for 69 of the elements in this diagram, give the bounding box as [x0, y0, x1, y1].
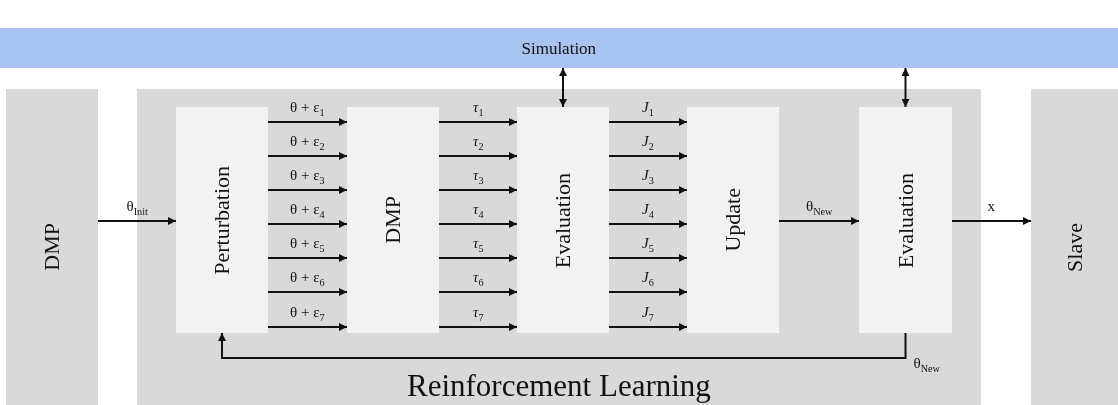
process-box — [6, 89, 98, 405]
edge-label: J$_{1}$ — [642, 100, 654, 115]
box-label: Perturbation — [211, 165, 233, 275]
arrow — [267, 254, 348, 262]
edge-label: θ + ε$_{7}$ — [290, 305, 325, 320]
edge-label: θ + ε$_{1}$ — [290, 100, 325, 115]
edge-label: θ + ε$_{3}$ — [290, 168, 325, 183]
arrow — [267, 288, 348, 296]
process-box — [347, 107, 439, 333]
edge-label: τ$_{5}$ — [473, 236, 484, 251]
arrow — [608, 220, 688, 228]
box-label: Evaluation — [894, 172, 917, 268]
arrow — [559, 67, 567, 108]
edge-label: J$_{4}$ — [642, 202, 654, 217]
simulation-band — [0, 28, 1118, 68]
edge-label: J$_{3}$ — [642, 168, 654, 183]
arrow — [778, 217, 860, 225]
arrow — [608, 288, 688, 296]
box-label: Evaluation — [552, 172, 574, 268]
group-title: Reinforcement Learning — [407, 370, 711, 401]
edge-label: τ$_{1}$ — [473, 100, 484, 115]
arrow — [608, 186, 688, 194]
edge-label: τ$_{2}$ — [473, 134, 484, 149]
arrow — [438, 323, 518, 331]
box-label: Simulation — [521, 39, 597, 57]
box-label: DMP — [41, 223, 63, 271]
box-label: Update — [722, 188, 744, 252]
edge-label: θ$_{New}$ — [806, 199, 833, 214]
process-box — [176, 107, 268, 333]
edge-label: J$_{6}$ — [642, 270, 654, 285]
arrow — [438, 118, 518, 126]
edge-label: x — [987, 199, 995, 214]
edge-label: J$_{7}$ — [642, 305, 654, 320]
arrow — [608, 254, 688, 262]
edge-label: J$_{5}$ — [642, 236, 654, 251]
edge-label: θ + ε$_{5}$ — [290, 236, 325, 251]
arrow — [267, 118, 348, 126]
box-label: DMP — [382, 196, 404, 244]
arrow — [97, 217, 177, 225]
edge-label: τ$_{6}$ — [473, 270, 484, 285]
edge-label: θ + ε$_{6}$ — [290, 270, 325, 285]
arrow — [438, 152, 518, 160]
edge-label: τ$_{4}$ — [473, 202, 484, 217]
arrow — [438, 186, 518, 194]
edge-label: θ$_{Init}$ — [126, 199, 148, 214]
arrow — [951, 217, 1032, 225]
arrow — [218, 332, 907, 359]
arrow — [267, 186, 348, 194]
arrow — [267, 152, 348, 160]
arrow — [438, 288, 518, 296]
arrow — [267, 220, 348, 228]
process-box — [687, 107, 779, 333]
edge-label: θ$_{New}$ — [913, 356, 940, 371]
process-box — [1031, 89, 1118, 405]
process-box — [517, 107, 609, 333]
edge-label: J$_{2}$ — [642, 134, 654, 149]
edge-label: θ + ε$_{4}$ — [290, 202, 325, 217]
process-box — [859, 107, 952, 333]
arrow — [608, 118, 688, 126]
edge-label: τ$_{7}$ — [473, 305, 484, 320]
arrow — [901, 67, 910, 108]
arrow — [608, 323, 688, 331]
arrow — [438, 254, 518, 262]
edge-label: τ$_{3}$ — [473, 168, 484, 183]
arrow — [608, 152, 688, 160]
box-label: Slave — [1063, 222, 1086, 272]
edge-label: θ + ε$_{2}$ — [290, 134, 325, 149]
arrow — [438, 220, 518, 228]
arrow — [267, 323, 348, 331]
